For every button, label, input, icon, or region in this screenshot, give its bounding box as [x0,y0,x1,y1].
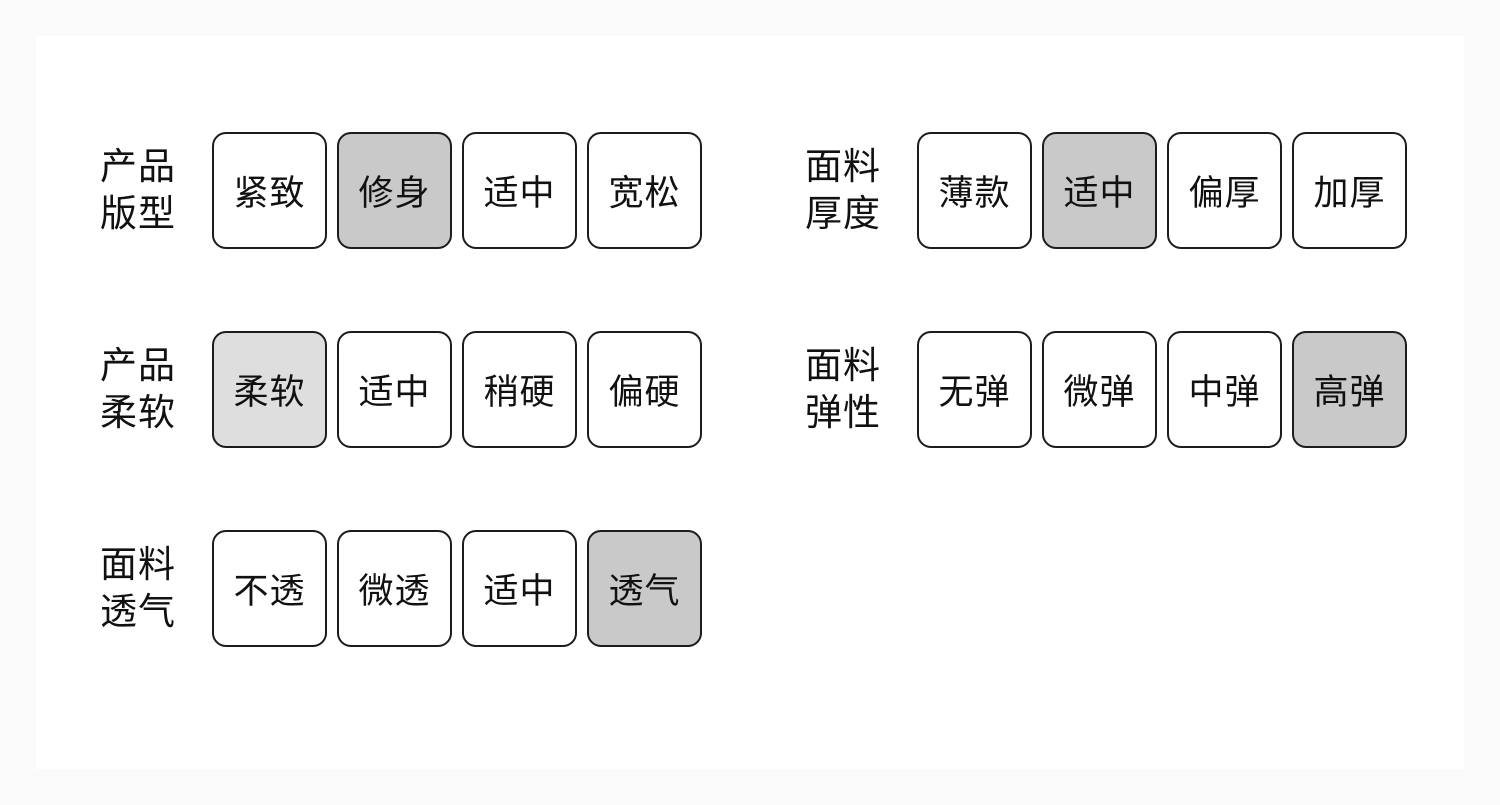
option-tile[interactable]: 微透 [337,530,452,647]
option-tile[interactable]: 薄款 [917,132,1032,249]
attr-options-row: 无弹 微弹 中弹 高弹 [917,331,1407,448]
attr-group-fabric-thickness: 面料 厚度 薄款 适中 偏厚 加厚 [805,132,1407,249]
attr-group-label-line: 面料 [100,543,176,585]
attr-options-row: 紧致 修身 适中 宽松 [212,132,702,249]
option-tile[interactable]: 修身 [337,132,452,249]
attributes-column-left: 产品 版型 紧致 修身 适中 宽松 产品 柔软 柔软 适中 稍 [100,132,702,647]
option-tile[interactable]: 紧致 [212,132,327,249]
option-tile[interactable]: 宽松 [587,132,702,249]
option-tile[interactable]: 适中 [337,331,452,448]
attributes-content: 产品 版型 紧致 修身 适中 宽松 产品 柔软 柔软 适中 稍 [36,36,1464,647]
attr-group-fabric-breathability: 面料 透气 不透 微透 适中 透气 [100,530,702,647]
attr-options-row: 薄款 适中 偏厚 加厚 [917,132,1407,249]
attr-group-label-line: 透气 [100,590,176,632]
attr-group-label: 面料 厚度 [805,144,917,238]
attr-group-product-softness: 产品 柔软 柔软 适中 稍硬 偏硬 [100,331,702,448]
attr-group-label: 面料 弹性 [805,343,917,437]
option-tile[interactable]: 适中 [462,132,577,249]
option-tile[interactable]: 不透 [212,530,327,647]
attr-group-label-line: 面料 [805,344,881,386]
attr-group-label-line: 产品 [100,344,176,386]
attr-group-label-line: 弹性 [805,391,881,433]
attr-group-fabric-elasticity: 面料 弹性 无弹 微弹 中弹 高弹 [805,331,1407,448]
attr-group-label-line: 厚度 [805,192,881,234]
option-tile[interactable]: 偏硬 [587,331,702,448]
option-tile[interactable]: 适中 [1042,132,1157,249]
option-tile[interactable]: 柔软 [212,331,327,448]
product-attributes-card: 产品 版型 紧致 修身 适中 宽松 产品 柔软 柔软 适中 稍 [36,36,1464,769]
option-tile[interactable]: 适中 [462,530,577,647]
option-tile[interactable]: 加厚 [1292,132,1407,249]
option-tile[interactable]: 中弹 [1167,331,1282,448]
attr-group-product-fit: 产品 版型 紧致 修身 适中 宽松 [100,132,702,249]
option-tile[interactable]: 偏厚 [1167,132,1282,249]
attributes-column-right: 面料 厚度 薄款 适中 偏厚 加厚 面料 弹性 无弹 微弹 中 [805,132,1407,448]
attr-group-label-line: 版型 [100,192,176,234]
attr-group-label-line: 面料 [805,145,881,187]
attr-options-row: 柔软 适中 稍硬 偏硬 [212,331,702,448]
attr-options-row: 不透 微透 适中 透气 [212,530,702,647]
option-tile[interactable]: 微弹 [1042,331,1157,448]
attr-group-label: 产品 柔软 [100,343,212,437]
option-tile[interactable]: 无弹 [917,331,1032,448]
attr-group-label-line: 柔软 [100,391,176,433]
option-tile[interactable]: 透气 [587,530,702,647]
attr-group-label-line: 产品 [100,145,176,187]
attr-group-label: 产品 版型 [100,144,212,238]
option-tile[interactable]: 高弹 [1292,331,1407,448]
option-tile[interactable]: 稍硬 [462,331,577,448]
attr-group-label: 面料 透气 [100,542,212,636]
